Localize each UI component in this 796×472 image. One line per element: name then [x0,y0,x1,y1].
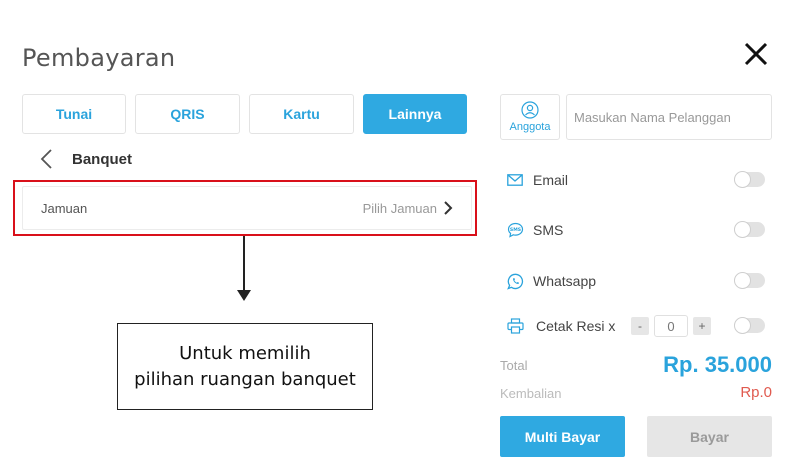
sms-toggle[interactable] [734,221,765,238]
svg-text:SMS: SMS [509,227,520,233]
annotation-arrow-line [243,236,245,292]
printer-icon [506,317,524,335]
annotation-arrow-head [237,290,251,301]
whatsapp-icon [506,272,524,290]
anggota-button[interactable]: Anggota [500,94,560,140]
tab-kartu[interactable]: Kartu [249,94,354,134]
tab-tunai[interactable]: Tunai [22,94,126,134]
email-toggle[interactable] [734,171,765,188]
page-title: Pembayaran [22,44,176,72]
annotation-line-1: Untuk memilih [179,342,311,364]
print-qty-value[interactable]: 0 [654,315,688,337]
email-icon [506,171,524,189]
close-icon[interactable] [742,40,770,68]
change-label: Kembalian [500,386,562,401]
customer-name-input[interactable] [566,94,772,140]
annotation-line-2: pilihan ruangan banquet [134,368,356,390]
change-value: Rp.0 [740,384,772,401]
back-chevron-icon[interactable] [38,147,56,171]
option-whatsapp: Whatsapp [506,269,596,293]
sms-label: SMS [533,222,564,238]
jamuan-row[interactable]: Jamuan Pilih Jamuan [22,186,472,230]
option-print: Cetak Resi x [506,314,615,338]
print-qty-plus-button[interactable]: + [693,317,711,335]
total-label: Total [500,358,528,373]
chevron-right-icon [444,201,453,215]
tab-lainnya[interactable]: Lainnya [363,94,467,134]
whatsapp-label: Whatsapp [533,273,597,289]
total-value: Rp. 35.000 [663,352,772,377]
anggota-label: Anggota [509,121,551,133]
whatsapp-toggle[interactable] [734,272,765,289]
member-icon [521,101,539,119]
section-title: Banquet [72,151,132,168]
print-label: Cetak Resi x [536,318,616,334]
email-label: Email [533,172,569,188]
print-qty-minus-button[interactable]: - [631,317,649,335]
pilih-jamuan-link[interactable]: Pilih Jamuan [363,201,453,216]
option-email: Email [506,168,568,192]
option-sms: SMS SMS [506,218,563,242]
annotation-callout: Untuk memilih pilihan ruangan banquet [117,323,373,410]
highlight-box [13,180,477,236]
print-toggle[interactable] [734,317,765,334]
sms-icon: SMS [506,221,524,239]
pay-button[interactable]: Bayar [647,416,772,457]
jamuan-label: Jamuan [41,200,88,216]
multi-pay-button[interactable]: Multi Bayar [500,416,625,457]
pilih-jamuan-label: Pilih Jamuan [362,200,437,216]
tab-qris[interactable]: QRIS [135,94,240,134]
